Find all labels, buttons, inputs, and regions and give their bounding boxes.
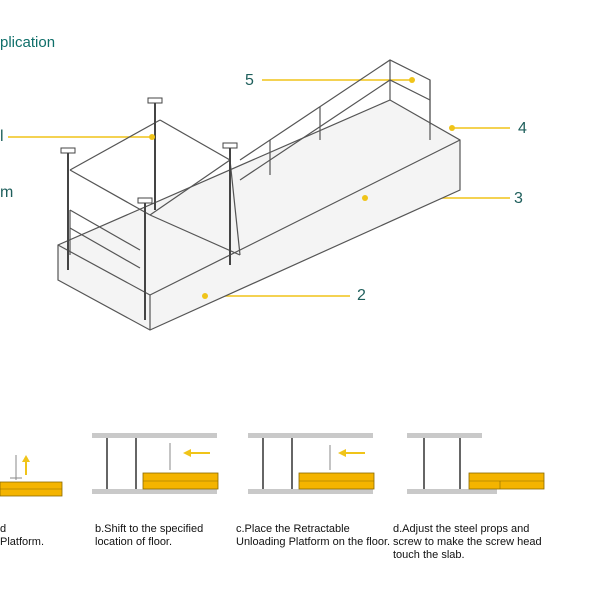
caption-step-c: c.Place the Retractable Unloading Platfo… [236,523,391,548]
marker-dot-3 [362,195,368,201]
callout-2: 2 [357,287,366,304]
steel-props [67,100,231,320]
caption-step-b: b.Shift to the specified location of flo… [95,523,204,548]
caption-step-d: d.Adjust the steel props and screw to ma… [393,523,542,561]
callout-3: 3 [514,190,523,207]
platform-frame [57,59,461,331]
marker-dot-5 [409,77,415,83]
section-title: plication [0,34,56,51]
step-b-illustration [92,433,219,494]
marker-dot-2 [202,293,208,299]
step-d-illustration [407,433,545,494]
marker-dot-4 [449,125,455,131]
callout-4: 4 [518,120,527,137]
step-c-illustration [248,433,375,494]
marker-dot-left1 [149,134,155,140]
callout-left-2: m [0,184,14,201]
step-a-illustration [0,455,63,497]
caption-step-a: d Platform. [0,523,45,548]
callout-left-1: l [0,128,4,145]
callout-5: 5 [245,72,254,89]
prop-heads [60,97,238,204]
